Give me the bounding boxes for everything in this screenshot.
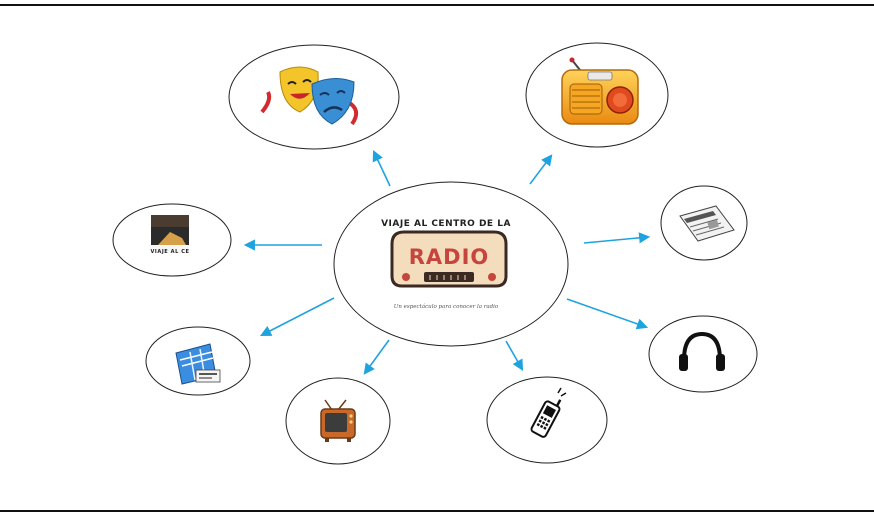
arrow-to-tv: [363, 339, 390, 375]
video-thumbnail-icon: VIAJE AL CE: [150, 215, 189, 255]
theater-node: [228, 44, 400, 150]
arrow-to-newspaper: [583, 232, 651, 244]
theater-masks-icon: [260, 66, 359, 126]
radio-logo-word: RADIO: [409, 245, 490, 269]
arrow-to-theater: [372, 149, 391, 187]
connector-arrows: [243, 149, 651, 375]
arrow-to-radio: [529, 154, 553, 185]
newspaper-node: [660, 185, 748, 261]
internet-node: [145, 326, 251, 396]
newspaper-icon: [679, 205, 735, 242]
center-title: VIAJE AL CENTRO DE LA: [381, 219, 511, 229]
television-icon: [320, 399, 356, 442]
radio-node: [525, 42, 669, 148]
signal-icon: [557, 387, 567, 397]
center-tagline: Un espectáculo para conocer la radio: [394, 303, 499, 310]
headphones-node: [648, 315, 758, 393]
bottom-rule: [0, 510, 874, 512]
retro-radio-icon: [561, 57, 639, 125]
video-caption: VIAJE AL CE: [150, 249, 189, 255]
tv-node: [285, 377, 391, 465]
radio-logo: RADIO: [390, 230, 508, 288]
arrow-to-mobile: [505, 340, 524, 371]
mobile-phone-icon: [530, 399, 562, 438]
video-node: VIAJE AL CE: [112, 203, 232, 277]
headphones-icon: [679, 331, 725, 371]
mobile-node: [486, 376, 608, 464]
arrow-to-internet: [260, 297, 335, 337]
arrow-to-headphones: [566, 298, 649, 330]
center-node: VIAJE AL CENTRO DE LA RADIO Un espectácu…: [333, 181, 569, 347]
internet-collage-icon: [175, 343, 221, 385]
top-rule: [0, 4, 874, 6]
